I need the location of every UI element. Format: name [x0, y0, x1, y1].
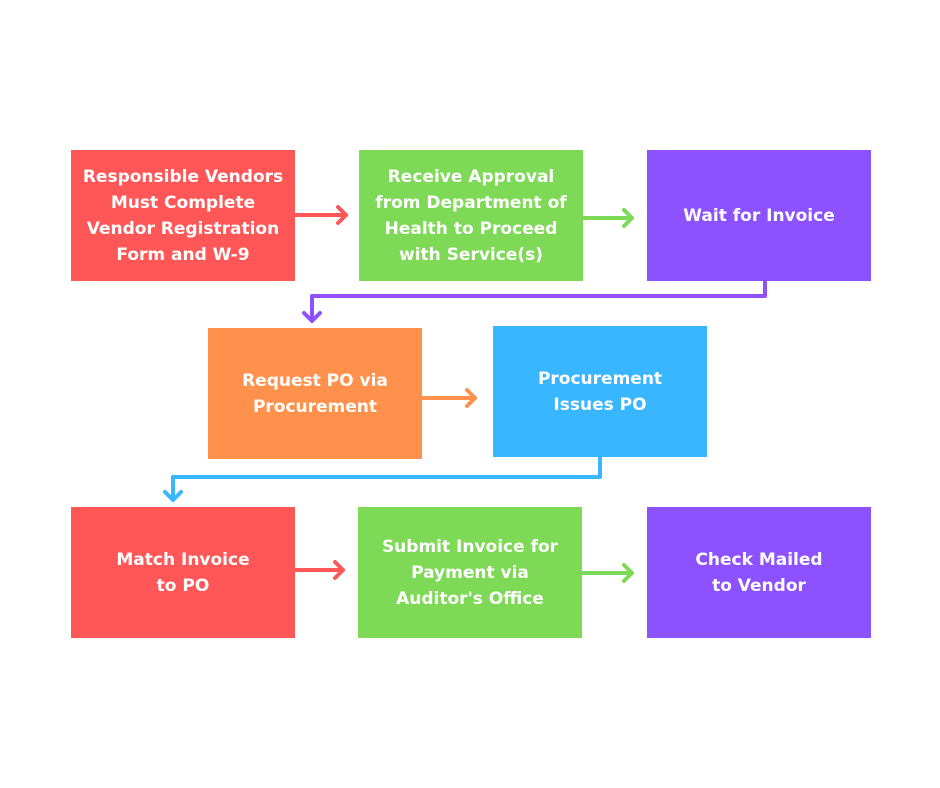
step-4-label: Request PO via Procurement: [242, 370, 388, 417]
step-1-box: Responsible Vendors Must Complete Vendor…: [71, 150, 295, 281]
step-3-box: Wait for Invoice: [647, 150, 871, 281]
step-2-label: Receive Approval from Department of Heal…: [375, 166, 567, 265]
arrow-step4-to-step5: [420, 388, 477, 408]
arrow-step2-to-step3: [581, 208, 634, 228]
step-1-label: Responsible Vendors Must Complete Vendor…: [82, 166, 284, 265]
step-6-label: Match Invoice to PO: [116, 549, 250, 596]
step-2-box: Receive Approval from Department of Heal…: [359, 150, 583, 281]
arrow-step1-to-step2: [293, 205, 348, 225]
step-7-label: Submit Invoice for Payment via Auditor's…: [381, 536, 559, 609]
step-6-box: Match Invoice to PO: [71, 507, 295, 638]
step-8-label: Check Mailed to Vendor: [695, 549, 823, 596]
arrow-step7-to-step8: [580, 563, 634, 583]
step-4-box: Request PO via Procurement: [208, 328, 422, 459]
arrow-step6-to-step7: [293, 560, 345, 580]
step-3-label: Wait for Invoice: [683, 205, 835, 226]
step-5-label: Procurement Issues PO: [537, 368, 663, 415]
step-7-box: Submit Invoice for Payment via Auditor's…: [358, 507, 582, 638]
step-5-box: Procurement Issues PO: [493, 326, 707, 457]
step-8-box: Check Mailed to Vendor: [647, 507, 871, 638]
arrow-step5-to-step6: [163, 455, 602, 502]
arrow-step3-to-step4: [302, 279, 767, 323]
